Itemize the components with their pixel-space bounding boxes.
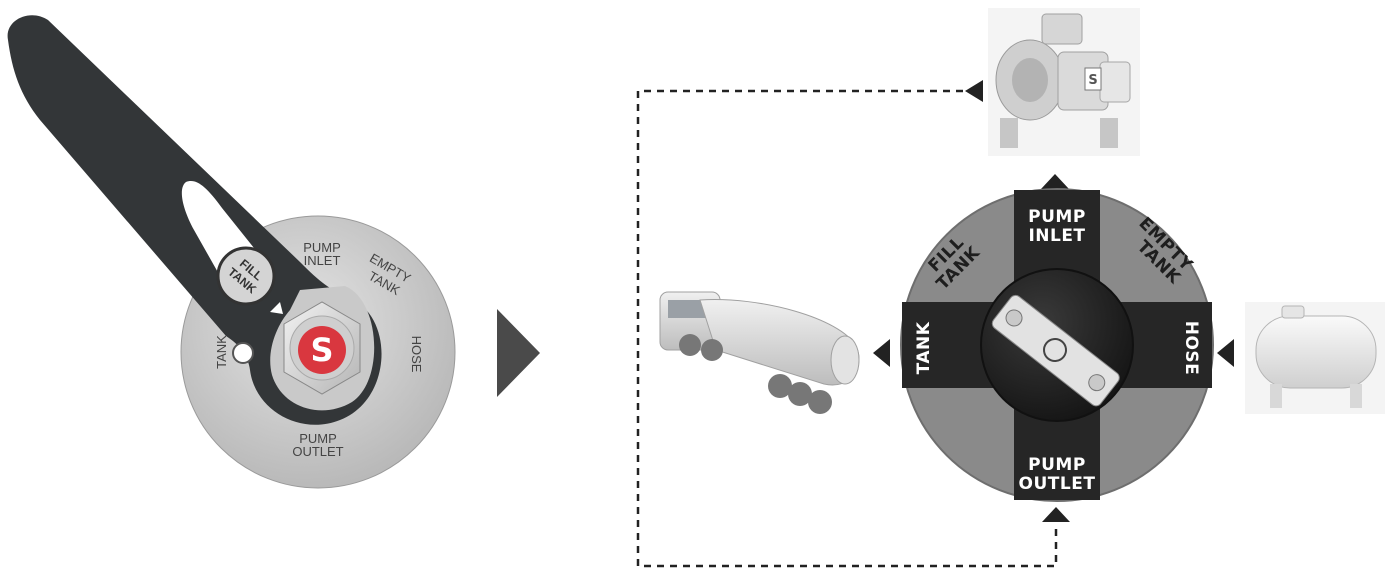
direction-arrow-icon <box>270 302 283 314</box>
pump-badge-letter: S <box>1088 73 1097 88</box>
arrow-into-pump-outlet-icon <box>1042 507 1070 522</box>
pump-badge <box>1084 67 1102 91</box>
arrow-to-truck-icon <box>873 339 890 367</box>
arrow-to-pump-loop-icon <box>965 80 983 102</box>
handle-pivot-hole <box>232 342 254 364</box>
port-label-pump-outlet-2: OUTLET <box>1019 474 1096 494</box>
arrow-up-to-pump-icon <box>1041 174 1069 189</box>
return-flow-dashed-line <box>636 89 1058 568</box>
diaphragm-pump: S <box>988 8 1140 156</box>
port-label-pump-outlet: PUMP <box>1028 455 1086 475</box>
plate-label-pump-outlet: PUMP <box>299 431 337 446</box>
storage-tank <box>1245 302 1385 414</box>
plate-label-pump-outlet-2: OUTLET <box>292 444 343 459</box>
port-label-pump-inlet-2: INLET <box>1028 226 1085 246</box>
logo-mark <box>298 326 346 374</box>
port-label-pump-inlet: PUMP <box>1028 207 1086 227</box>
plate-label-hose: HOSE <box>409 336 424 373</box>
plate-label-tank: TANK <box>214 335 229 369</box>
logo-letter: S <box>310 331 333 369</box>
right-valve-diagram: PUMP INLET FILL TANK EMPTY TANK TANK HOS… <box>900 188 1214 502</box>
tanker-truck <box>659 291 860 414</box>
port-label-hose: HOSE <box>1181 321 1201 376</box>
plate-label-pump-inlet-2: INLET <box>304 253 341 268</box>
plate-label-pump-inlet: PUMP <box>303 240 341 255</box>
arrow-from-tank-icon <box>1217 339 1234 367</box>
transition-arrow-icon <box>497 309 540 397</box>
valve-lever[interactable] <box>990 293 1122 408</box>
port-label-tank: TANK <box>914 321 934 374</box>
fill-tank-indicator: FILL TANK <box>216 246 276 306</box>
left-valve: PUMP INLET EMPTY TANK HOSE TANK PUMP OUT… <box>7 15 456 489</box>
